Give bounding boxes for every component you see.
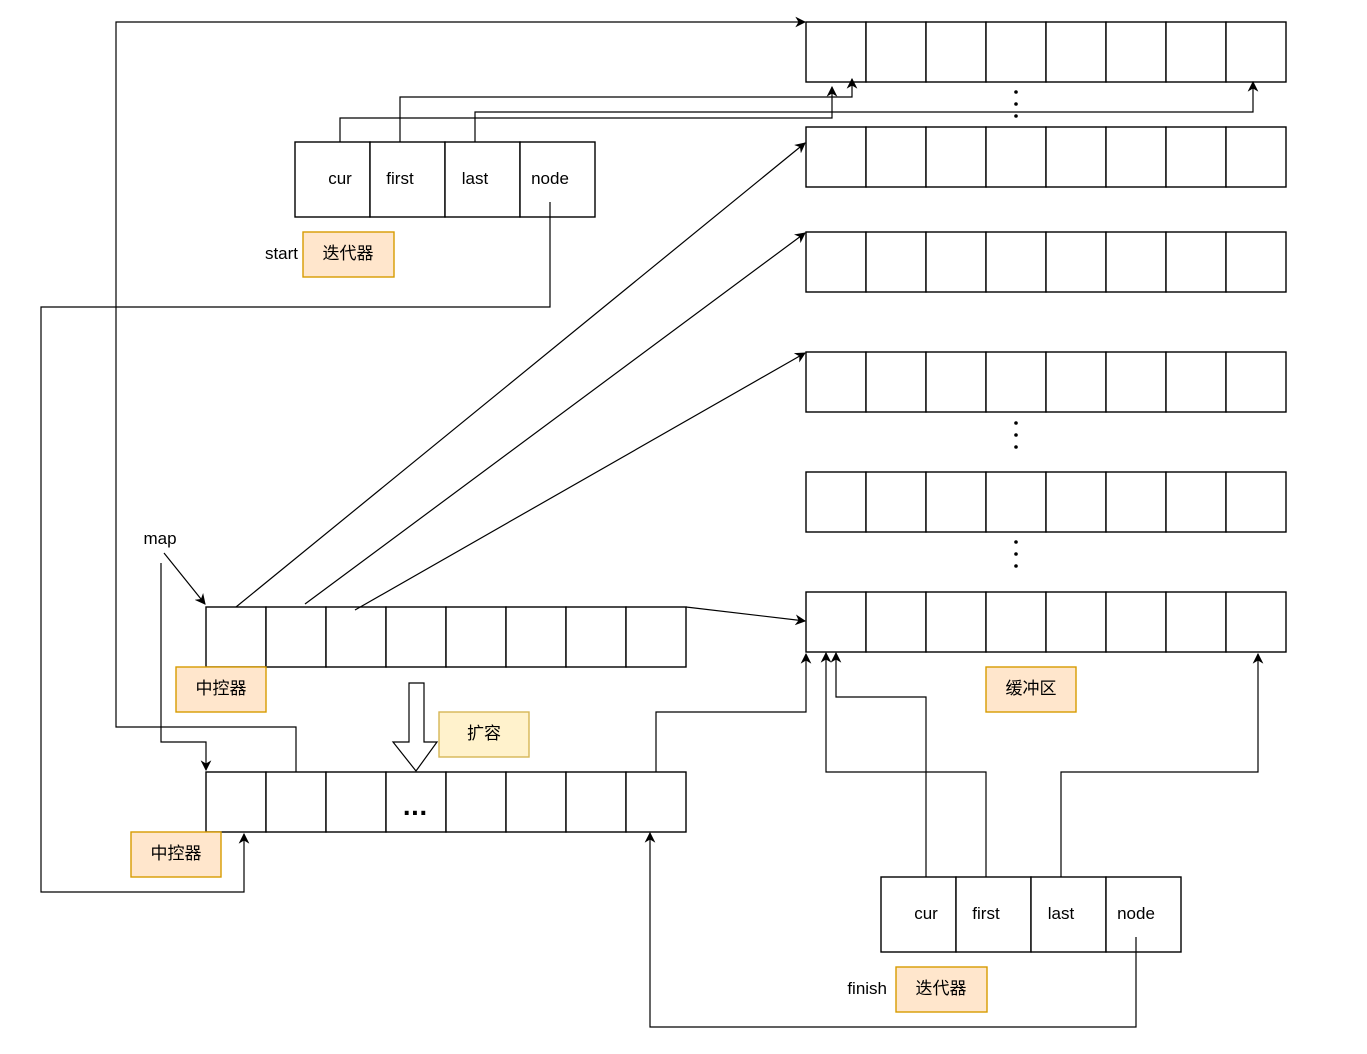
controller-new-tag: 中控器: [151, 844, 202, 864]
controller-tag-box: [175, 666, 267, 713]
finish-field-last: last: [1048, 904, 1075, 923]
connectors: [40, 16, 1264, 1028]
start-iterator-tag: 迭代器: [323, 244, 374, 264]
buffer-tag-box: [985, 666, 1077, 713]
expand-tag: 扩容: [467, 724, 501, 744]
start-field-node: node: [531, 169, 569, 188]
finish-label: finish: [847, 979, 887, 998]
buffer-3: [805, 231, 1287, 293]
buffer-4: [805, 351, 1287, 413]
finish-iterator: cur first last node: [880, 876, 1182, 953]
expand-arrow: [391, 682, 439, 772]
finish-field-first: first: [972, 904, 1000, 923]
finish-iterator-tag: 迭代器: [916, 979, 967, 999]
start-field-cur: cur: [328, 169, 352, 188]
finish-iterator-tag-box: [895, 966, 988, 1013]
finish-field-cur: cur: [914, 904, 938, 923]
start-iterator: cur first last node: [294, 141, 596, 218]
ellipsis-label: ...: [402, 796, 427, 821]
map-array: [205, 606, 687, 668]
buffer-6: [805, 591, 1287, 653]
buffer-1: [805, 21, 1287, 83]
map-array-expanded: [205, 771, 687, 833]
start-iterator-tag-box: [302, 231, 395, 278]
start-label: start: [265, 244, 298, 263]
buffer-tag: 缓冲区: [1006, 679, 1057, 699]
buffer-5: [805, 471, 1287, 533]
controller-tag: 中控器: [196, 679, 247, 699]
start-field-first: first: [386, 169, 414, 188]
buffer-2: [805, 126, 1287, 188]
vertical-ellipsis: [1014, 90, 1018, 568]
controller-new-tag-box: [130, 831, 222, 878]
expand-tag-box: [438, 711, 530, 758]
map-label: map: [143, 529, 176, 548]
finish-field-node: node: [1117, 904, 1155, 923]
start-field-last: last: [462, 169, 489, 188]
